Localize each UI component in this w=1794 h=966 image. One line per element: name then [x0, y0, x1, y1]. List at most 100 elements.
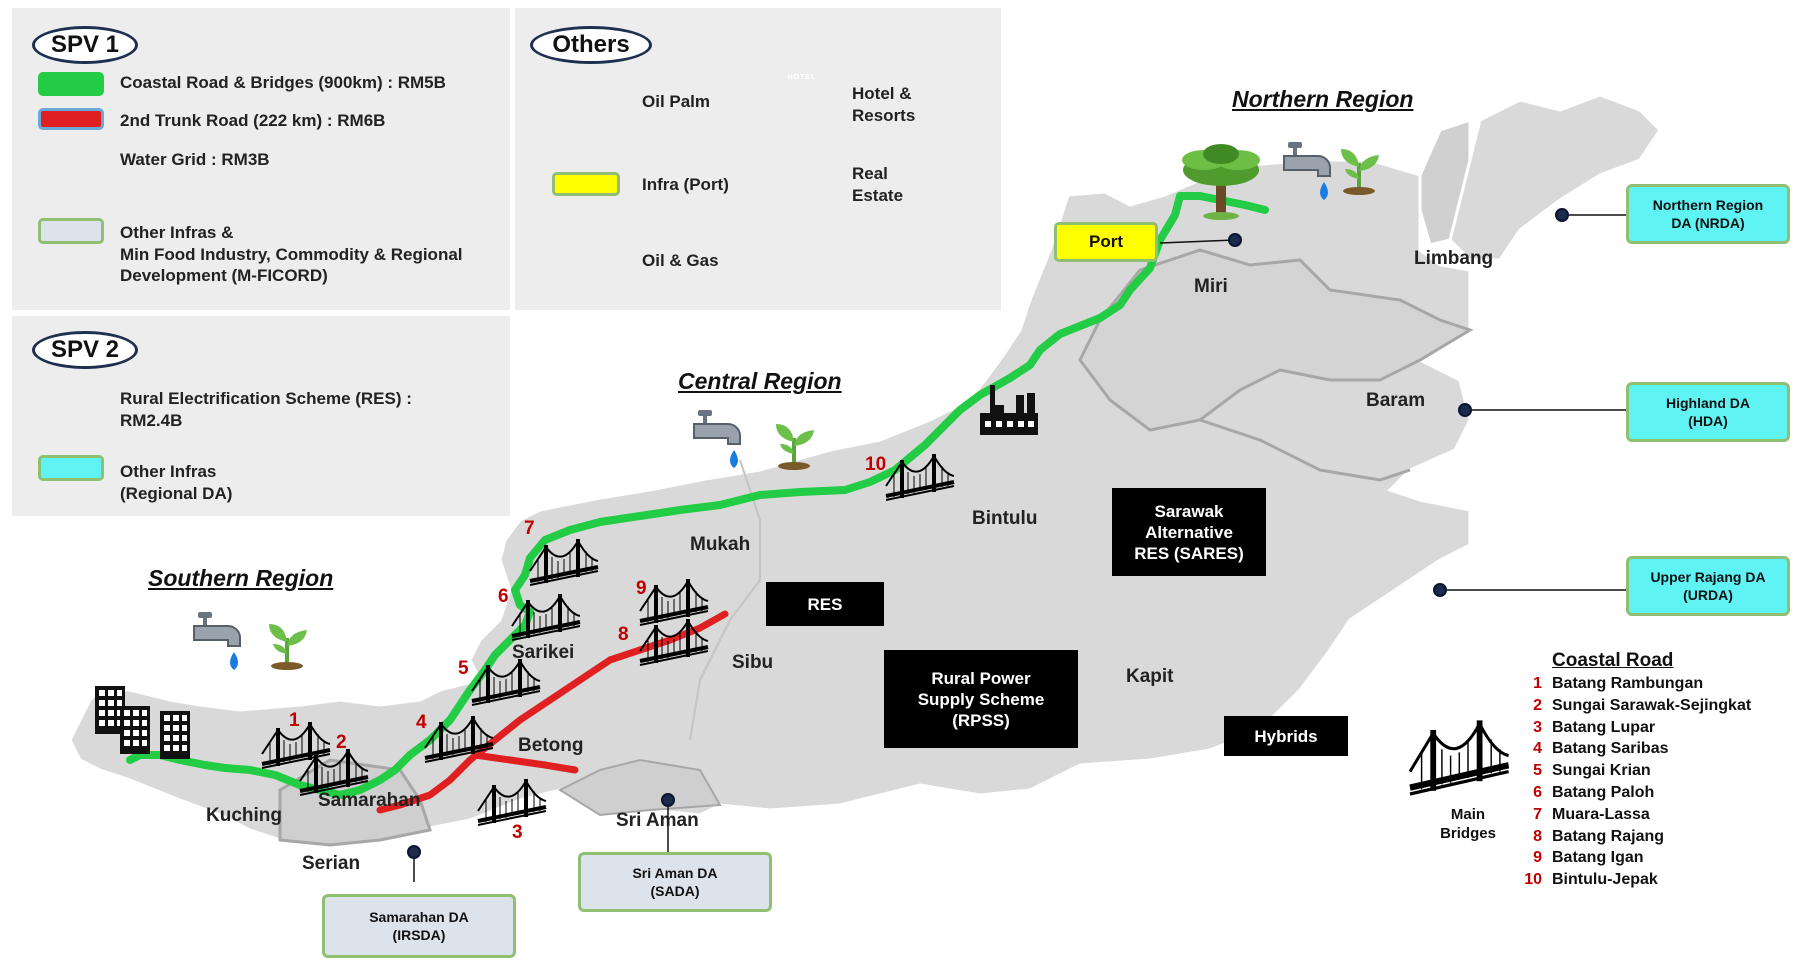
rpss-box: Rural Power Supply Scheme (RPSS) [884, 650, 1078, 748]
central-region-title: Central Region [678, 368, 842, 394]
irsda-line1: Samarahan DA [369, 909, 469, 925]
place-sibu: Sibu [732, 652, 774, 673]
sada-box: Sri Aman DA (SADA) [578, 852, 772, 912]
hotel-icon [160, 711, 190, 759]
hda-line1: Highland DA [1666, 395, 1750, 411]
place-samarahan: Samarahan [318, 790, 421, 811]
coastal-road-list-number: 2 [1533, 696, 1542, 714]
red-road-swatch [38, 108, 104, 130]
location-pins [407, 208, 1569, 859]
coastal-road-list-item: Batang Rajang [1552, 827, 1665, 845]
northern-region-title: Northern Region [1232, 86, 1414, 112]
place-serian: Serian [302, 853, 361, 874]
legend-trunk-road: 2nd Trunk Road (222 km) : RM6B [120, 111, 386, 130]
southern-region-title: Southern Region [148, 565, 334, 591]
coastal-road-list-number: 1 [1533, 675, 1542, 692]
place-mukah: Mukah [690, 534, 751, 555]
legend-oil-palm: Oil Palm [642, 92, 711, 111]
port-label: Port [1054, 222, 1158, 262]
hybrids-box: Hybrids [1224, 716, 1348, 756]
bridge-caption-line2: Bridges [1440, 825, 1496, 842]
legend-coastal-road: Coastal Road & Bridges (900km) : RM5B [120, 73, 446, 92]
plant-icon [269, 624, 307, 670]
trunk-road-spur [471, 751, 579, 774]
rpss-line1: Rural Power [931, 668, 1031, 688]
rpss-line2: Supply Scheme [917, 689, 1045, 709]
legend-real-estate-line1: Real [852, 164, 888, 183]
hda-line2: (HDA) [1688, 413, 1728, 429]
water-tap-icon [693, 409, 741, 469]
coastal-road-list-item: Sungai Sarawak-Sejingkat [1552, 696, 1752, 714]
nrda-box: Northern Region DA (NRDA) [1626, 184, 1790, 244]
coastal-road-list-item: Sungai Krian [1552, 762, 1651, 780]
coastal-road-list-number: 7 [1533, 805, 1542, 823]
place-sri-aman: Sri Aman [616, 810, 699, 831]
bridge-number-4: 4 [416, 712, 427, 733]
bridge-number-1: 1 [289, 710, 300, 731]
urda-box: Upper Rajang DA (URDA) [1626, 556, 1790, 616]
legend-water-grid: Water Grid : RM3B [120, 150, 270, 169]
coastal-road-list-item: Batang Saribas [1552, 740, 1669, 758]
res-box: RES [766, 582, 884, 626]
coastal-road-list-number: 3 [1533, 718, 1542, 736]
legend-res-line2: RM2.4B [120, 411, 183, 430]
place-kapit: Kapit [1126, 666, 1174, 687]
coastal-road-list-item: Batang Lupar [1552, 718, 1656, 736]
bridge-number-7: 7 [524, 518, 535, 539]
green-road-swatch [38, 72, 104, 96]
coastal-road-list-item: Batang Paloh [1552, 784, 1655, 801]
place-baram: Baram [1366, 390, 1426, 411]
sares-line3: RES (SARES) [1134, 543, 1244, 563]
bridge-number-3: 3 [512, 822, 523, 843]
coastal-road-list-item: Bintulu-Jepak [1552, 871, 1658, 889]
place-sarikei: Sarikei [512, 642, 575, 663]
legend-hotel-line1: Hotel & [852, 84, 912, 103]
coastal-road-list-number: 6 [1533, 784, 1542, 801]
bridge-number-2: 2 [336, 732, 347, 753]
coastal-road-list-item: Batang Igan [1552, 849, 1644, 867]
trunk-road-line [376, 610, 729, 814]
coastal-road-list-number: 8 [1533, 827, 1542, 845]
urda-line1: Upper Rajang DA [1650, 569, 1766, 585]
legend-hotel-line2: Resorts [852, 106, 916, 125]
irsda-box: Samarahan DA (IRSDA) [322, 894, 516, 958]
bridge-number-6: 6 [498, 586, 509, 607]
others-badge: Others [530, 26, 652, 64]
grey-swatch [38, 218, 104, 244]
coastal-road-list-title: Coastal Road [1552, 650, 1674, 671]
sares-line1: Sarawak [1154, 501, 1224, 521]
cyan-swatch [38, 455, 104, 481]
yellow-swatch [552, 172, 620, 196]
legend-other-infras-line3: Development (M-FICORD) [120, 266, 328, 285]
nrda-line2: DA (NRDA) [1671, 215, 1745, 231]
bridge-caption-line1: Main [1450, 806, 1486, 823]
bridge-number-5: 5 [458, 658, 469, 679]
legend-regional-da-line1: Other Infras [120, 462, 217, 481]
urda-line2: (URDA) [1683, 587, 1733, 603]
place-miri: Miri [1194, 276, 1228, 297]
sares-box: Sarawak Alternative RES (SARES) [1112, 488, 1266, 576]
hda-box: Highland DA (HDA) [1626, 382, 1790, 442]
legend-oil-gas: Oil & Gas [642, 251, 719, 270]
legend-regional-da-line2: (Regional DA) [120, 484, 233, 503]
building-icon [120, 706, 150, 754]
place-bintulu: Bintulu [972, 508, 1038, 529]
coastal-road-list-item: Muara-Lassa [1552, 805, 1650, 823]
bridge-icon [1410, 720, 1509, 794]
spv2-badge: SPV 2 [32, 331, 138, 369]
coastal-road-list-number: 5 [1533, 762, 1542, 780]
bridge-number-10: 10 [865, 454, 887, 475]
irsda-line2: (IRSDA) [392, 927, 446, 943]
sada-line2: (SADA) [650, 883, 700, 899]
legend-res-line1: Rural Electrification Scheme (RES) : [120, 389, 412, 408]
coastal-road-list-number: 9 [1533, 849, 1542, 867]
coastal-road-list-item: Batang Rambungan [1552, 675, 1704, 692]
water-tap-icon [193, 611, 241, 671]
sada-line1: Sri Aman DA [632, 865, 718, 881]
bridge-number-9: 9 [636, 578, 647, 599]
spv1-badge: SPV 1 [32, 26, 138, 64]
hotel-sign: HOTEL [787, 74, 817, 81]
legend-other-infras-line1: Other Infras & [120, 223, 234, 242]
nrda-line1: Northern Region [1652, 197, 1764, 213]
